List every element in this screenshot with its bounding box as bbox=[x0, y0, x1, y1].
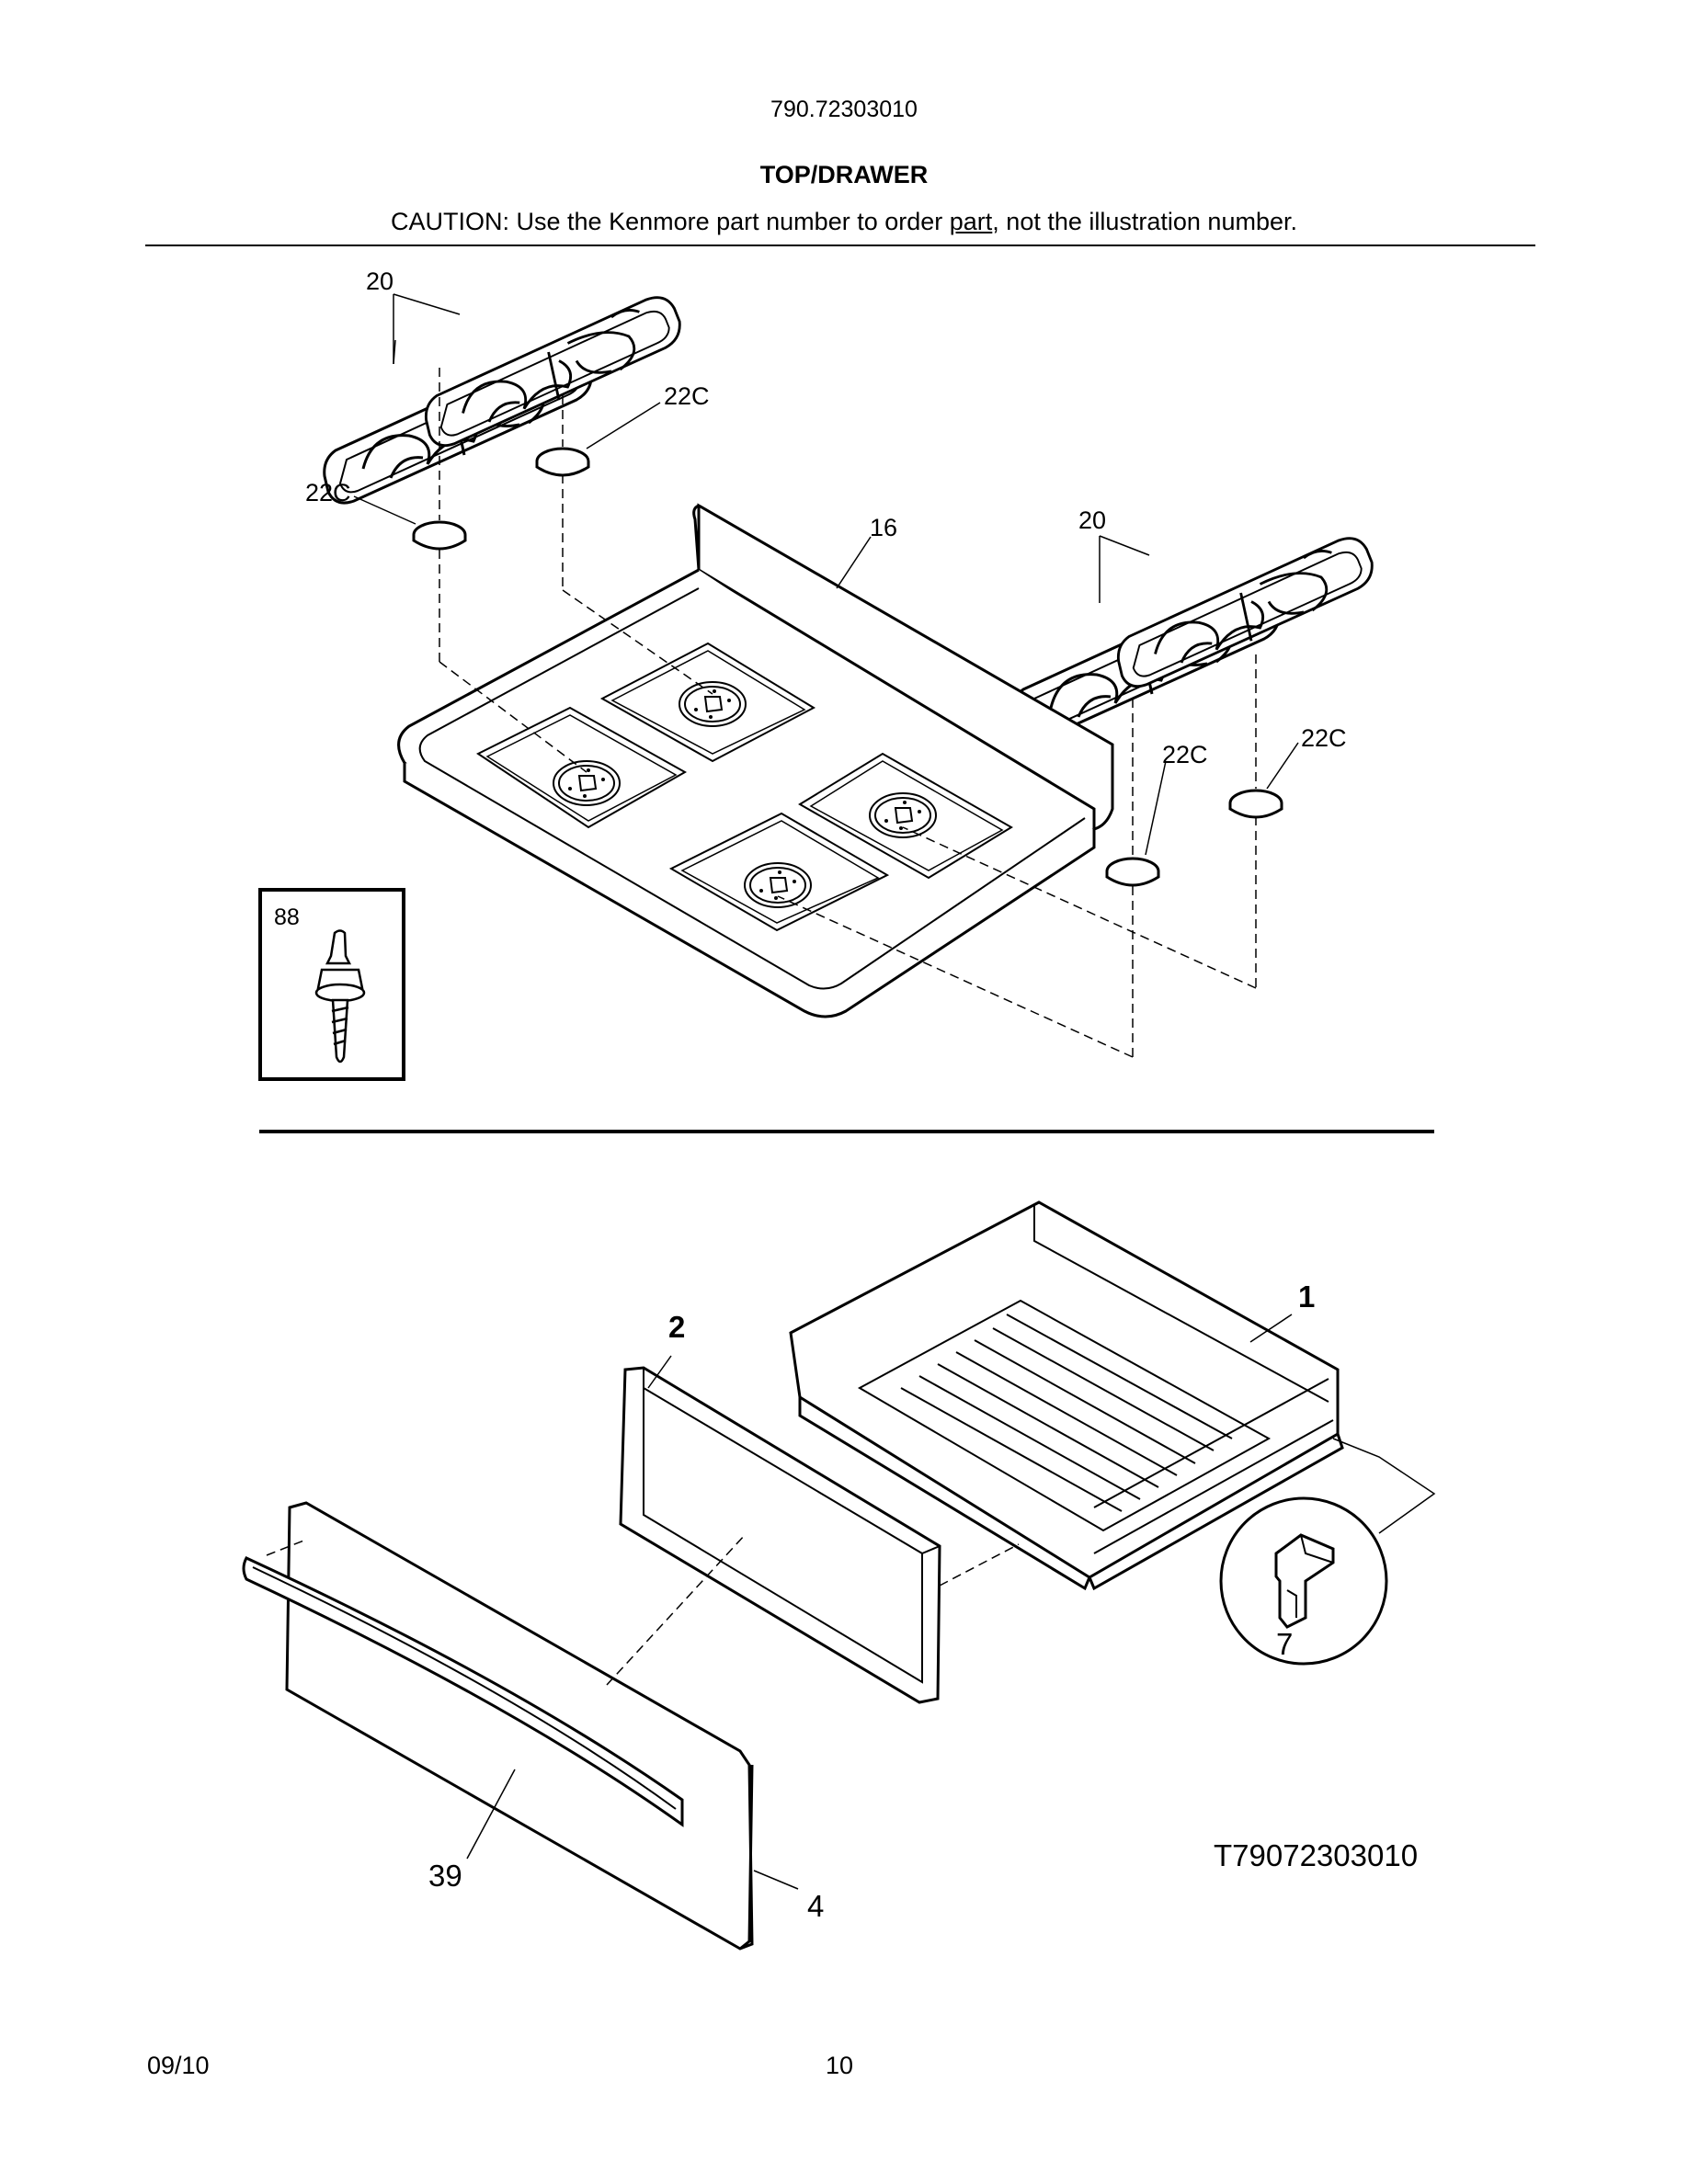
screw-detail-box bbox=[258, 888, 405, 1081]
callout-clip: 7 bbox=[1276, 1627, 1293, 1661]
callout-drawer-inner-panel: 2 bbox=[668, 1310, 685, 1344]
caution-note: CAUTION: Use the Kenmore part number to … bbox=[0, 208, 1688, 236]
callout-cap-left-bottom: 22C bbox=[305, 479, 351, 506]
callout-grate-right: 20 bbox=[1078, 506, 1106, 534]
burner-cap-right-a bbox=[1105, 857, 1160, 887]
footer-date: 09/10 bbox=[147, 2052, 210, 2079]
callout-cap-right-a: 22C bbox=[1162, 741, 1208, 768]
drawer-front-panel bbox=[285, 1501, 754, 1951]
leader-lines-bottom bbox=[466, 1314, 1436, 1890]
guide-lines-top bbox=[439, 368, 1257, 1058]
leader-lines-top bbox=[353, 293, 1299, 856]
model-number: 790.72303010 bbox=[770, 97, 918, 122]
drawer-body bbox=[789, 1200, 1344, 1591]
callout-cap-left-top: 22C bbox=[664, 382, 710, 410]
callout-grate-left: 20 bbox=[366, 267, 393, 295]
screw-icon bbox=[314, 929, 366, 1064]
callout-front-panel: 4 bbox=[807, 1889, 824, 1923]
grate-right-rear bbox=[1116, 537, 1374, 688]
caution-text-end: , not the illustration number. bbox=[992, 208, 1297, 235]
footer-page-number: 10 bbox=[826, 2052, 854, 2079]
header-rule bbox=[145, 245, 1535, 246]
burner-cap-left-top bbox=[535, 447, 590, 477]
callout-cap-right-b: 22C bbox=[1301, 724, 1347, 752]
drawer-handle bbox=[242, 1556, 684, 1827]
page-title: TOP/DRAWER bbox=[759, 161, 929, 188]
clip-detail bbox=[1219, 1496, 1388, 1666]
callout-handle: 39 bbox=[428, 1859, 462, 1893]
cooktop-main-top bbox=[397, 503, 1114, 1018]
callout-cooktop: 16 bbox=[870, 514, 897, 541]
drawer-inner-panel bbox=[619, 1366, 941, 1704]
callout-screw: 88 bbox=[274, 904, 300, 930]
caution-text-start: CAUTION: Use the Kenmore part number to … bbox=[391, 208, 950, 235]
section-divider bbox=[259, 1130, 1434, 1133]
burner-cap-left-bottom bbox=[412, 520, 467, 551]
guide-lines-bottom bbox=[266, 1534, 1020, 1686]
grate-left-rear bbox=[424, 296, 681, 448]
callout-drawer-body: 1 bbox=[1298, 1280, 1315, 1314]
figure-id: T79072303010 bbox=[1214, 1838, 1418, 1872]
burner-cap-right-b bbox=[1228, 789, 1283, 819]
caution-part-word: part bbox=[949, 208, 993, 235]
